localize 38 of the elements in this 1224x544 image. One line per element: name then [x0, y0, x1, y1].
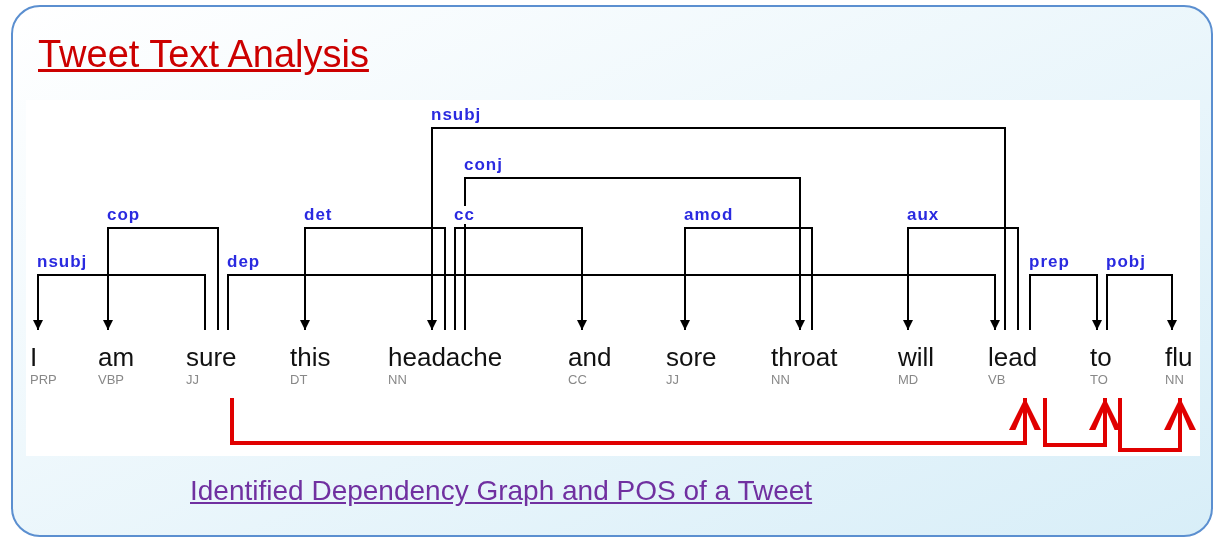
- arrow: [227, 274, 1000, 331]
- arrow: [1029, 274, 1102, 331]
- title: Tweet Text Analysis: [38, 32, 369, 76]
- arrow: [464, 177, 805, 331]
- arrow: [1106, 274, 1177, 331]
- arrow: [33, 274, 206, 331]
- pos-tag: MD: [898, 372, 944, 388]
- pos-tag: NN: [1165, 372, 1203, 388]
- arrow: [903, 227, 1019, 331]
- pos-tag: NN: [388, 372, 524, 388]
- pos-tag: DT: [290, 372, 342, 388]
- pos-tag: VBP: [98, 372, 150, 388]
- word: lead: [988, 342, 1039, 372]
- arrow: [680, 227, 813, 331]
- caption: Identified Dependency Graph and POS of a Tweet: [190, 474, 813, 508]
- word: to: [1090, 342, 1113, 372]
- word: and: [568, 342, 613, 372]
- word: will: [898, 342, 936, 372]
- word: sure: [186, 342, 238, 372]
- pos-tag: PRP: [30, 372, 86, 388]
- word: throat: [771, 342, 839, 372]
- arrow: [103, 227, 219, 331]
- word: headache: [388, 342, 504, 372]
- pos-tag: JJ: [186, 372, 252, 388]
- word: am: [98, 342, 136, 372]
- edge-label: cc: [452, 206, 477, 224]
- word: sore: [666, 342, 718, 372]
- word: I: [30, 342, 39, 372]
- pos-tag: CC: [568, 372, 622, 388]
- pos-tag: NN: [771, 372, 847, 388]
- pos-tag: VB: [988, 372, 1052, 388]
- arrow: [454, 227, 587, 331]
- pos-tag: JJ: [666, 372, 726, 388]
- pos-tag: TO: [1090, 372, 1130, 388]
- arrow: [427, 127, 1006, 331]
- word: this: [290, 342, 332, 372]
- word: flu: [1165, 342, 1194, 372]
- arrow: [300, 227, 446, 331]
